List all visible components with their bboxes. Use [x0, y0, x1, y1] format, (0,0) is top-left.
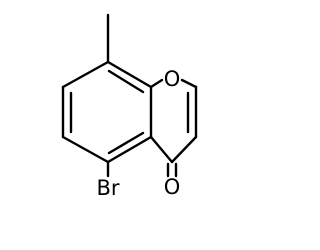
bond-c5-c4a	[106, 135, 153, 164]
bond-c8-c7	[61, 60, 110, 89]
bond-o1-c2	[180, 78, 198, 89]
atom-br-label: Br	[96, 176, 119, 200]
bond-c8a-o1	[149, 78, 164, 89]
atom-o4-label: O	[164, 175, 181, 199]
chemical-structure: O O Br	[61, 13, 198, 200]
double-bond-c8a-c8-inner	[107, 69, 145, 94]
bond-c3-c4	[170, 135, 198, 164]
bond-c8-c8a	[106, 60, 153, 89]
bond-c4-c4a	[149, 135, 174, 164]
double-bond-c5-c4a-inner	[107, 131, 145, 155]
atom-o1-label: O	[164, 67, 181, 91]
bond-c6-c5	[61, 135, 110, 164]
